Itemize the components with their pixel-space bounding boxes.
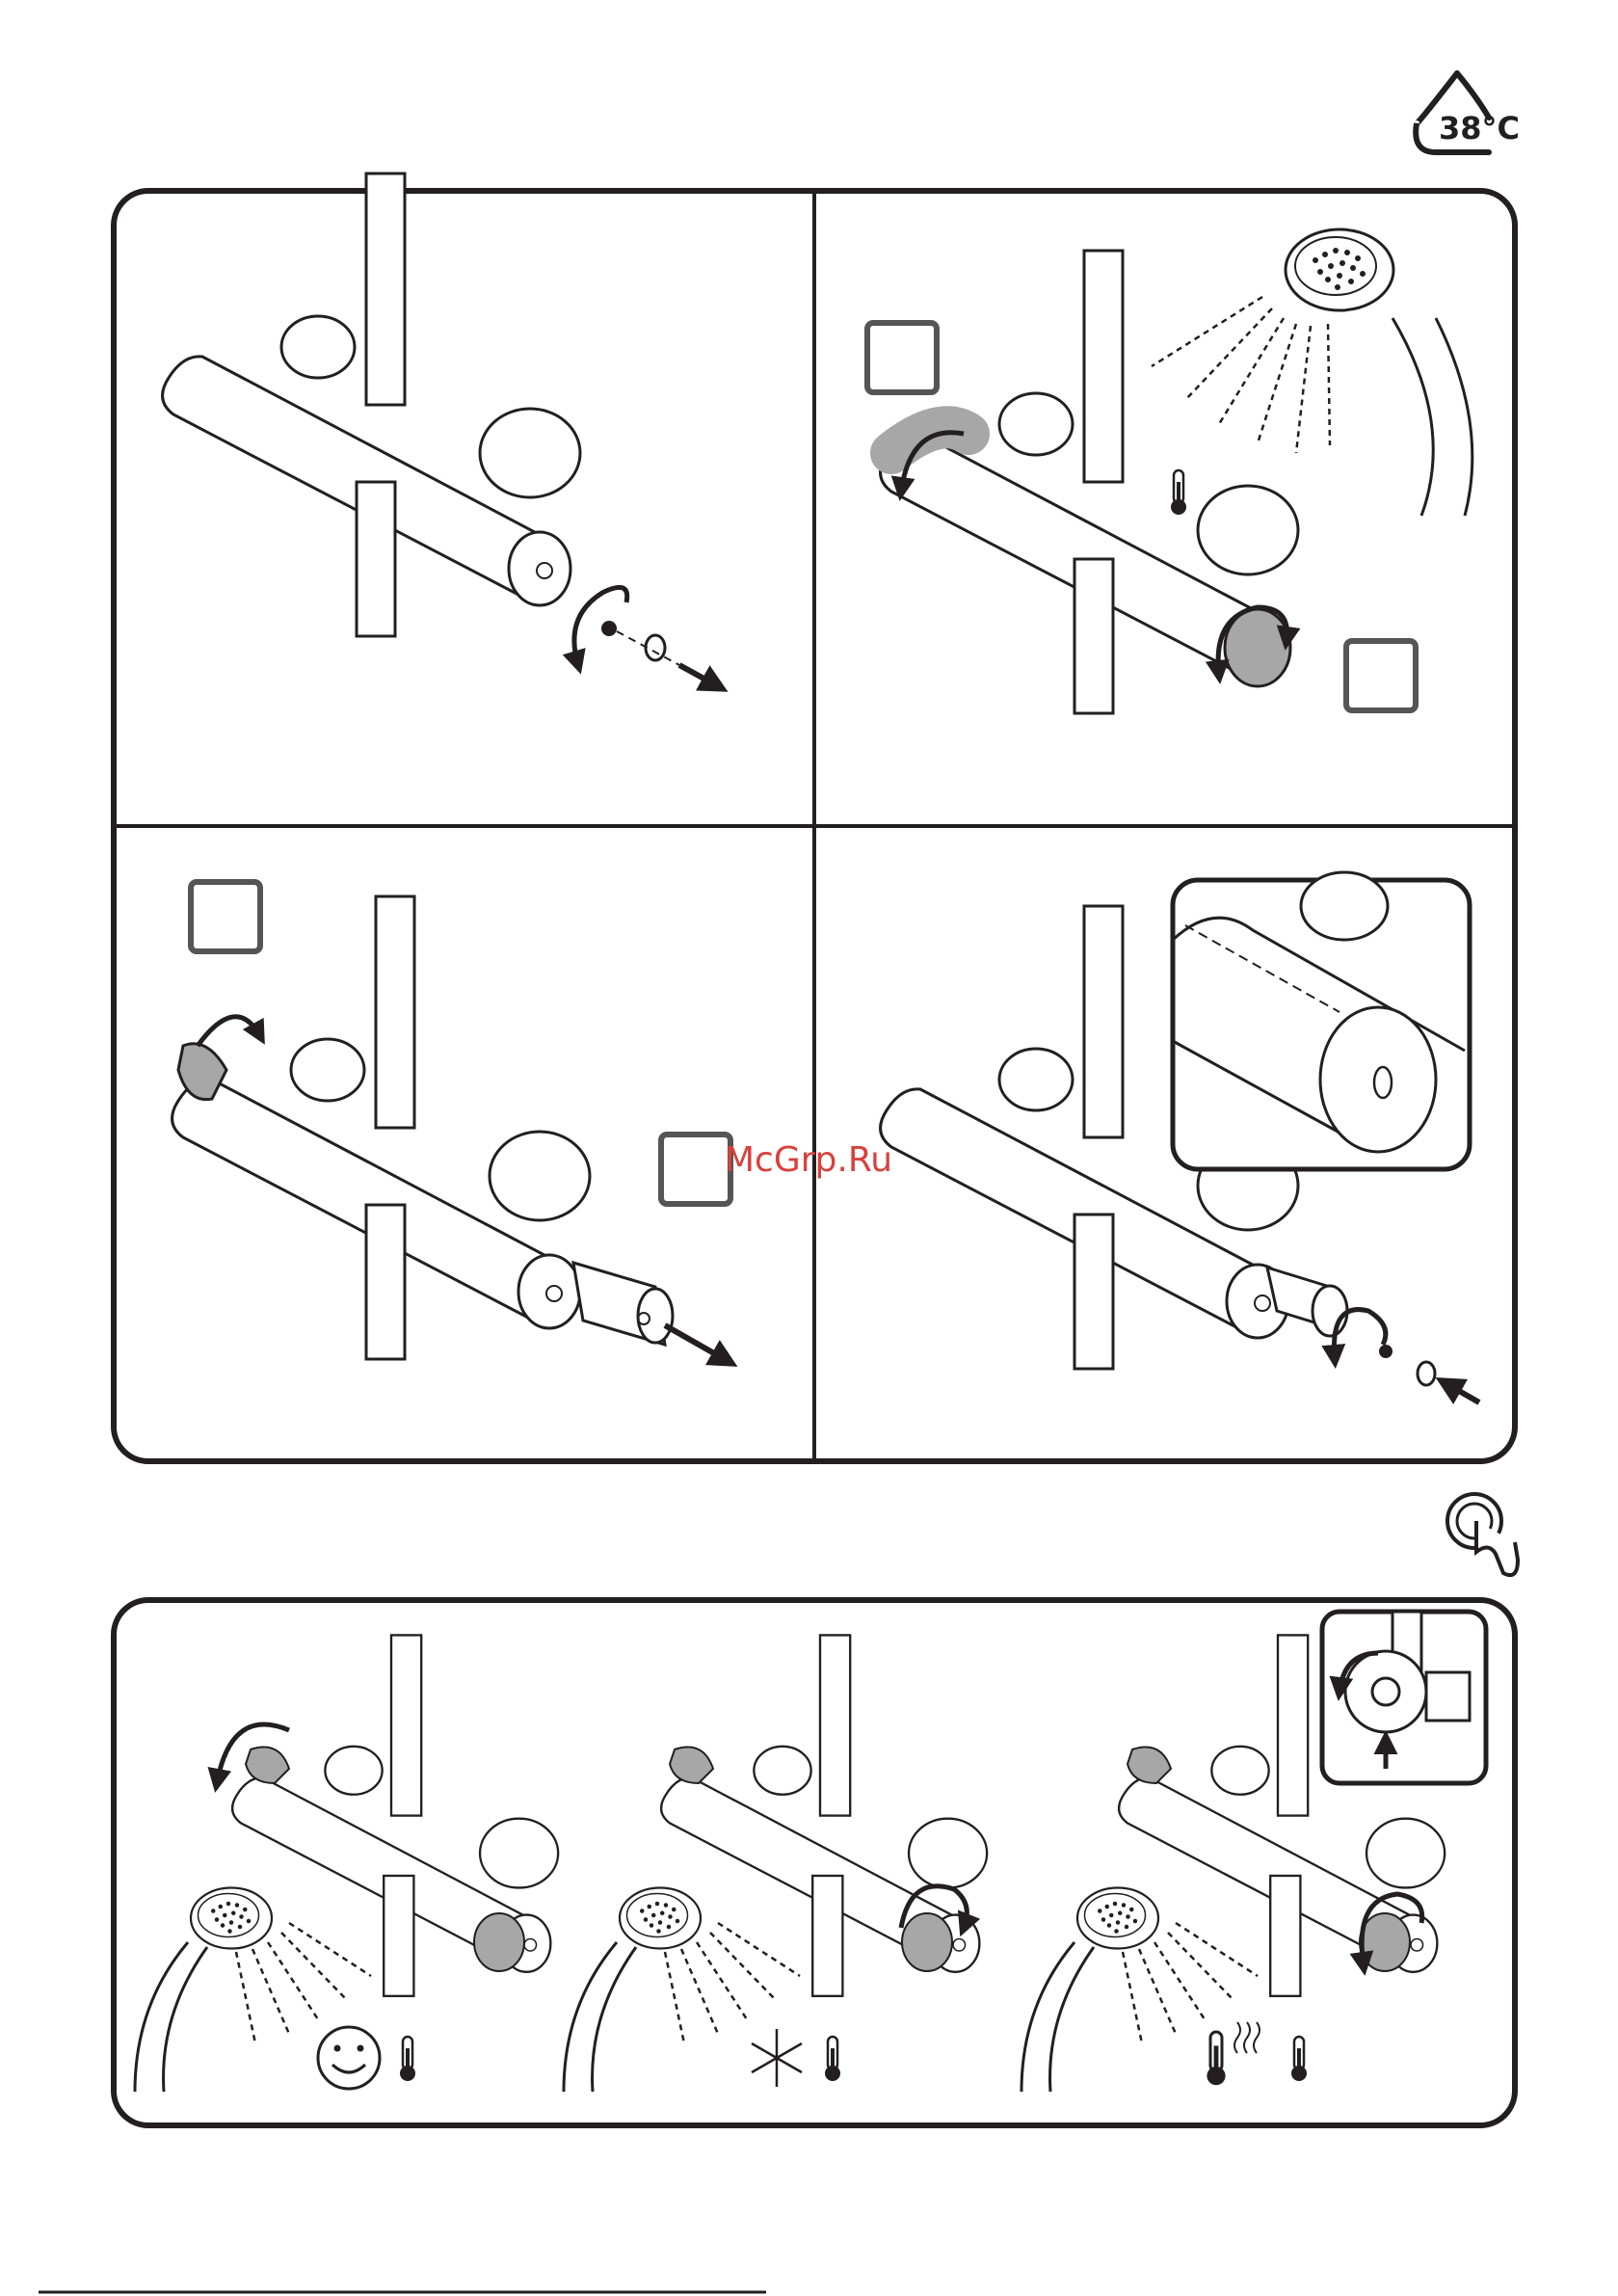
thermometer-icon <box>1207 2032 1225 2085</box>
hand-shower-icon <box>620 1888 701 1949</box>
thermometer-icon <box>1171 470 1186 515</box>
thermometer-icon <box>400 2037 415 2081</box>
hand-shower-icon <box>1077 1888 1158 1949</box>
thermometer-icon <box>825 2037 840 2081</box>
screw-cap <box>1379 1345 1393 1358</box>
screw-cover <box>646 635 665 660</box>
thermometer-icon <box>1291 2037 1307 2081</box>
screw-cap <box>601 621 617 636</box>
touch-button-icon <box>1447 1494 1518 1575</box>
watermark: McGrp.Ru <box>725 1140 892 1180</box>
temperature-label: 38°C <box>1439 110 1520 147</box>
hand-shower-icon <box>1286 229 1393 310</box>
hand-shower-icon <box>191 1888 272 1949</box>
screw-cover <box>1418 1362 1435 1385</box>
